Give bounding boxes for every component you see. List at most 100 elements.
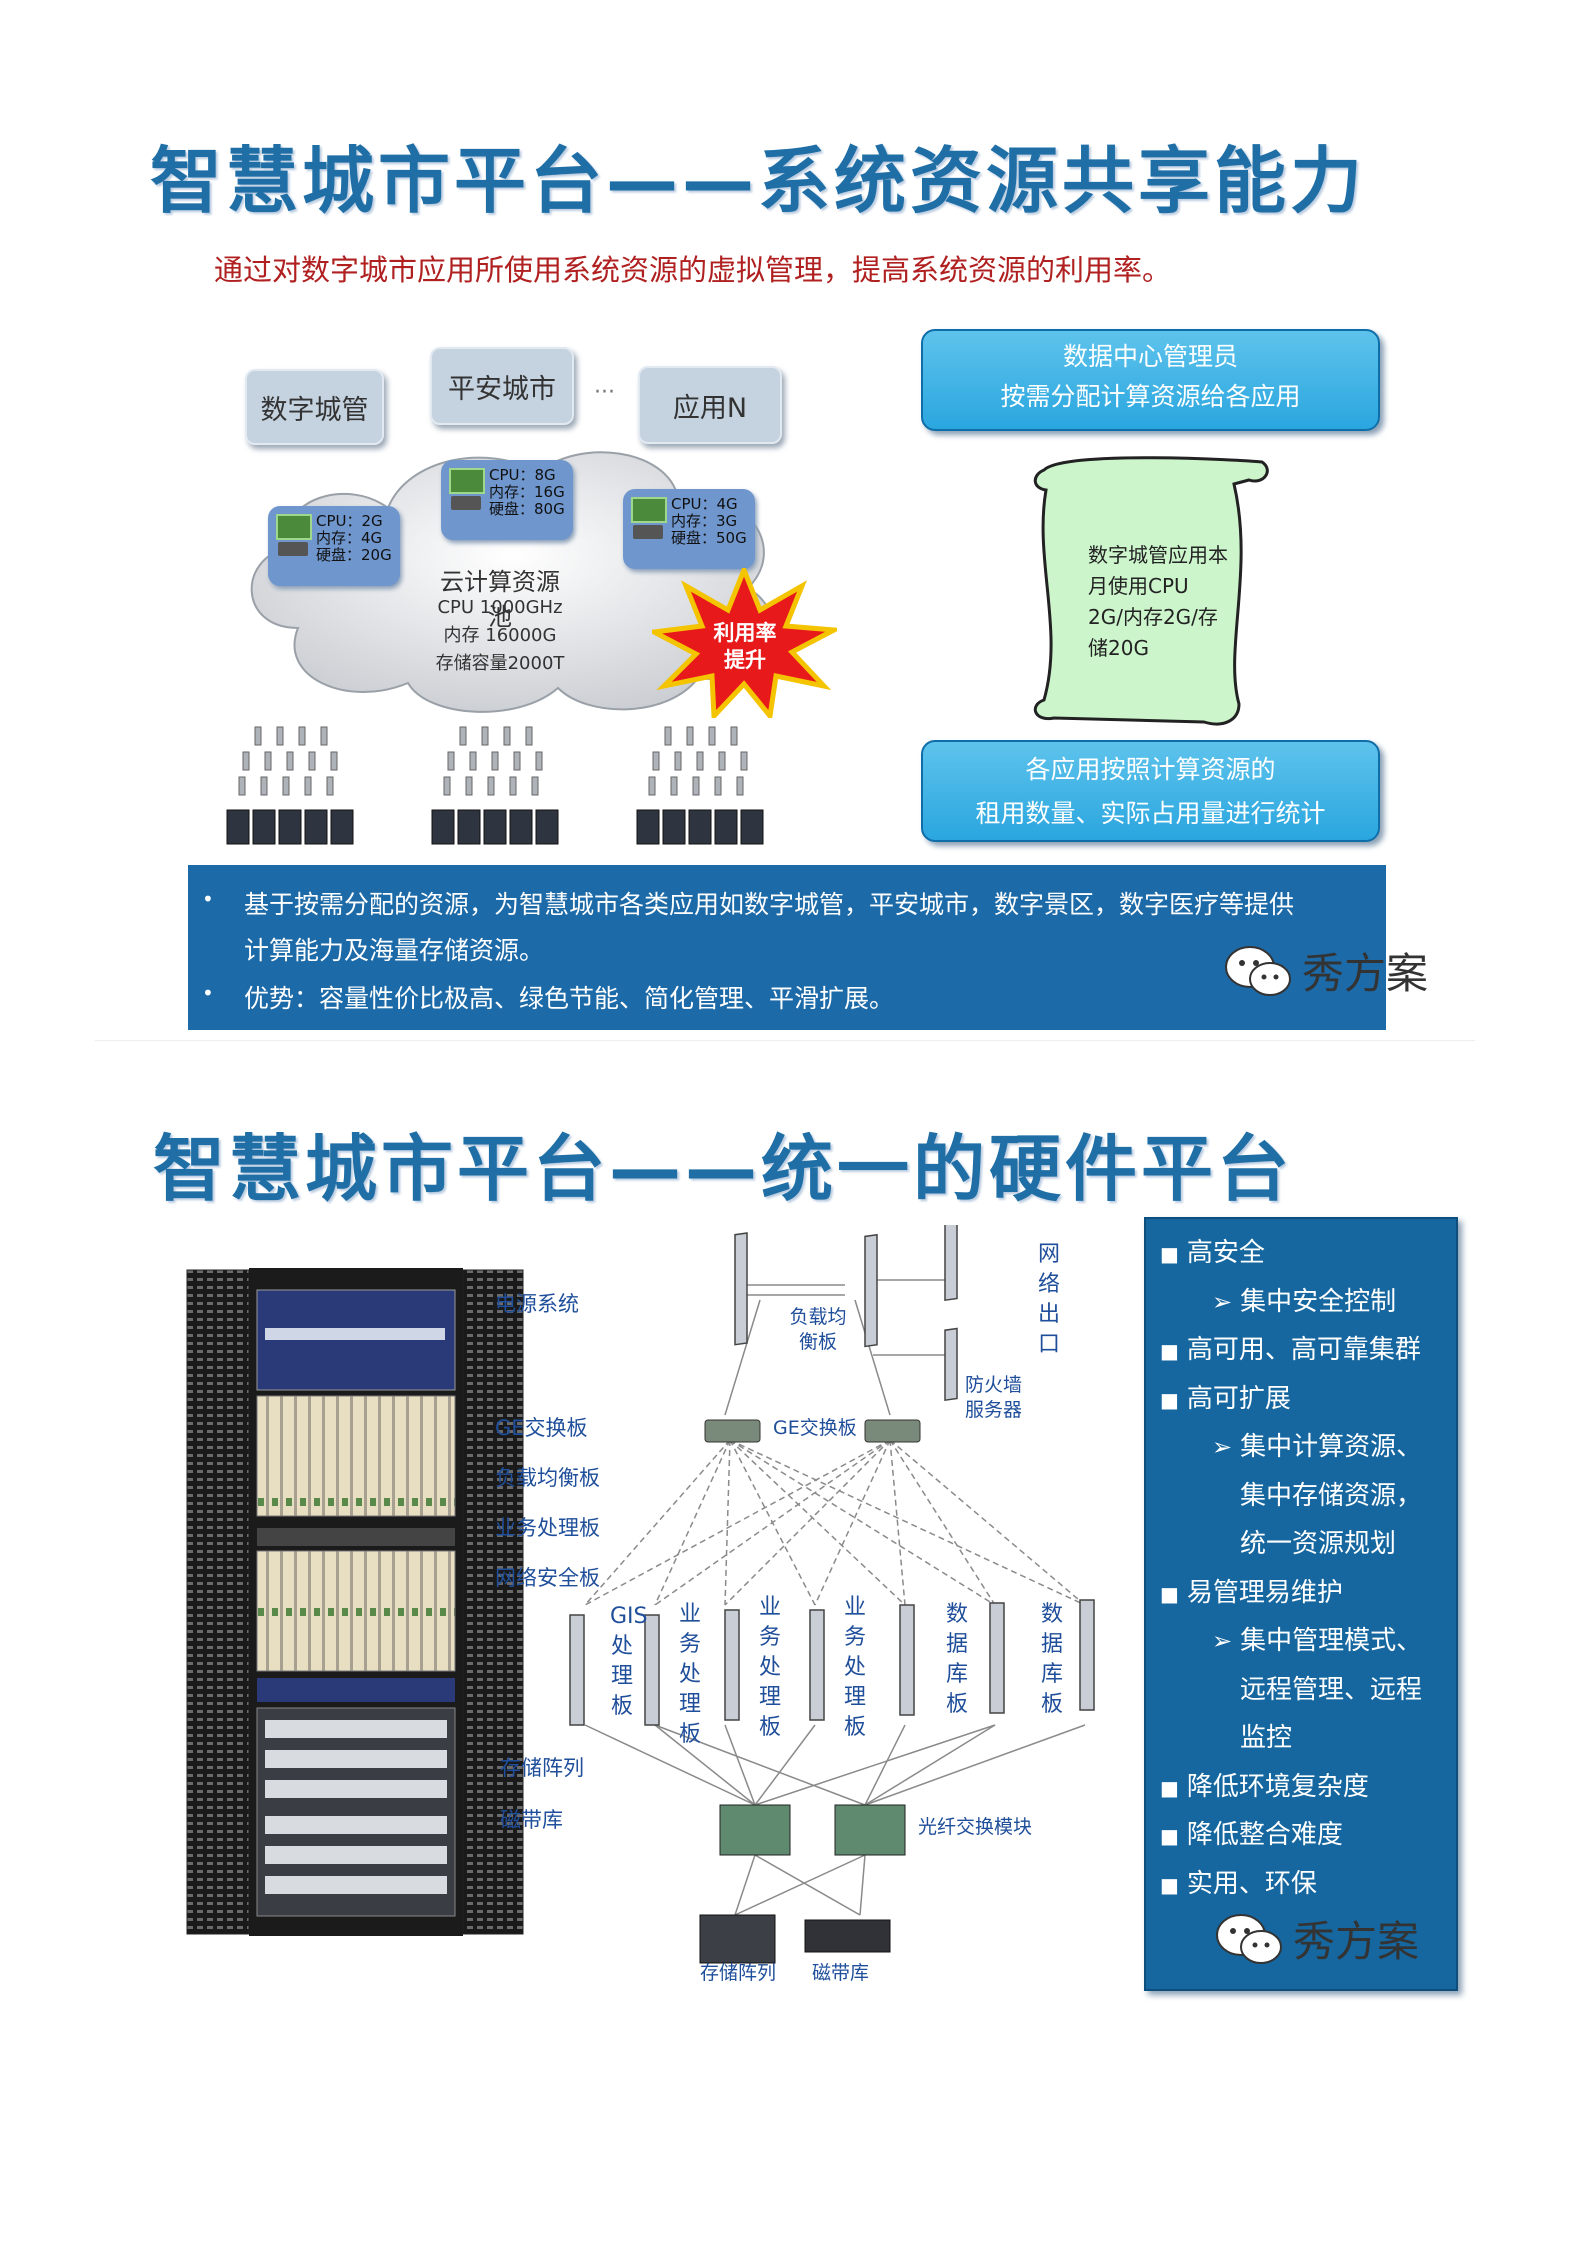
stats-banner: 各应用按照计算资源的 租用数量、实际占用量进行统计 bbox=[921, 740, 1380, 842]
section-divider bbox=[95, 1040, 1475, 1041]
cloud-storage: 存储容量2000T bbox=[435, 653, 565, 674]
stats-banner-line2: 租用数量、实际占用量进行统计 bbox=[975, 799, 1326, 828]
card-disk: 硬盘：80G bbox=[489, 500, 565, 518]
app-label: 应用N bbox=[672, 392, 748, 424]
feature-text: 实用、环保 bbox=[1186, 1868, 1317, 1899]
server-groups bbox=[226, 726, 764, 845]
feature-item: ➢集中安全控制 bbox=[1212, 1281, 1396, 1318]
section2-title: 智慧城市平台——统一的硬件平台 bbox=[153, 1127, 1294, 1211]
cpu-chip-icon bbox=[449, 468, 485, 494]
scroll-line: 2G/内存2G/存 bbox=[1088, 605, 1218, 629]
starburst-icon bbox=[652, 568, 837, 718]
topo-blade-service-2: 业务处理板 bbox=[758, 1595, 781, 1740]
card-mem: 内存：4G bbox=[316, 529, 383, 547]
arrow-bullet-icon: ➢ bbox=[1212, 1627, 1233, 1655]
feature-text: 高安全 bbox=[1186, 1238, 1265, 1268]
topo-load-balancer: 负载均衡板 bbox=[789, 1306, 847, 1353]
topo-storage-array: 存储阵列 bbox=[700, 1962, 777, 1984]
feature-item: ■ 高安全 bbox=[1160, 1232, 1265, 1269]
feature-item: 监控 bbox=[1240, 1717, 1292, 1754]
app-label: 平安城市 bbox=[448, 373, 556, 405]
feature-text: 集中计算资源、 bbox=[1240, 1432, 1423, 1462]
bullet: • bbox=[202, 981, 214, 1005]
summary-line3: 优势：容量性价比极高、绿色节能、简化管理、平滑扩展。 bbox=[244, 984, 895, 1013]
admin-banner: 数据中心管理员 按需分配计算资源给各应用 bbox=[921, 329, 1380, 431]
watermark-2: 秀方案 bbox=[1215, 1908, 1419, 1969]
watermark-text: 秀方案 bbox=[1293, 1917, 1420, 1966]
topo-firewall: 防火墙服务器 bbox=[965, 1374, 1023, 1421]
feature-text: 集中安全控制 bbox=[1240, 1286, 1397, 1317]
feature-item: ■易管理易维护 bbox=[1160, 1572, 1343, 1609]
arrow-bullet-icon: ➢ bbox=[1212, 1287, 1233, 1316]
card-cpu: CPU：2G bbox=[316, 512, 383, 530]
feature-item: ■降低整合难度 bbox=[1160, 1814, 1343, 1851]
wechat-icon bbox=[1216, 1913, 1282, 1964]
feature-panel bbox=[1144, 1217, 1458, 1991]
square-bullet-icon: ■ bbox=[1160, 1775, 1179, 1800]
square-bullet-icon: ■ bbox=[1160, 1824, 1179, 1848]
app-label: 数字城管 bbox=[260, 394, 369, 426]
square-bullet-icon: ■ bbox=[1160, 1242, 1179, 1266]
scroll-line: 数字城管应用本 bbox=[1088, 543, 1228, 567]
topology-diagram bbox=[569, 1225, 1095, 1964]
rack-label-security-board: 网络安全板 bbox=[495, 1566, 600, 1590]
feature-text: 易管理易维护 bbox=[1186, 1577, 1343, 1608]
square-bullet-icon: ■ bbox=[1160, 1872, 1179, 1897]
feature-text: 高可用、高可靠集群 bbox=[1186, 1335, 1421, 1365]
feature-item: ■高可扩展 bbox=[1160, 1378, 1291, 1415]
cloud-mem: 内存 16000G bbox=[443, 625, 557, 646]
cloud-cpu: CPU 1000GHz bbox=[437, 597, 563, 618]
admin-banner-line1: 数据中心管理员 bbox=[1062, 342, 1238, 371]
rack-label-ge-switch: GE交换板 bbox=[495, 1416, 588, 1440]
feature-item: ■高可用、高可靠集群 bbox=[1160, 1329, 1421, 1366]
feature-item: ■ 降低环境复杂度 bbox=[1160, 1766, 1369, 1803]
card-cpu: CPU：4G bbox=[671, 495, 738, 513]
cloud-specs: CPU 1000GHz 内存 16000G 存储容量2000T bbox=[420, 594, 580, 678]
feature-text: 远程管理、远程 bbox=[1240, 1674, 1423, 1705]
feature-text: 降低环境复杂度 bbox=[1186, 1771, 1369, 1802]
card-mem: 内存：16G bbox=[489, 483, 565, 501]
ellipsis: ··· bbox=[594, 380, 615, 405]
disk-icon bbox=[278, 542, 308, 556]
server-rack bbox=[186, 1268, 524, 1936]
cloud-title: 云计算资源池 bbox=[440, 568, 560, 631]
topo-ge-switch: GE交换板 bbox=[773, 1417, 857, 1439]
card-disk: 硬盘：50G bbox=[671, 529, 747, 547]
feature-item: ■ 实用、环保 bbox=[1160, 1863, 1317, 1900]
topo-tape-library: 磁带库 bbox=[812, 1962, 870, 1984]
disk-icon bbox=[451, 496, 481, 510]
app-box-safe-city: 平安城市 bbox=[430, 347, 574, 425]
rack-label-tape-library: 磁带库 bbox=[500, 1808, 563, 1832]
topo-blade-gis: GIS处理板 bbox=[610, 1604, 648, 1719]
topo-blade-db-1: 数据库板 bbox=[945, 1602, 968, 1717]
scroll-icon bbox=[1033, 456, 1269, 726]
topo-blade-service-3: 业务处理板 bbox=[843, 1595, 866, 1740]
section1-subtitle: 通过对数字城市应用所使用系统资源的虚拟管理，提高系统资源的利用率。 bbox=[214, 253, 1172, 287]
topo-fiber-switch: 光纤交换模块 bbox=[918, 1816, 1033, 1838]
card-disk: 硬盘：20G bbox=[316, 546, 392, 564]
feature-item: 远程管理、远程 bbox=[1240, 1669, 1422, 1706]
rack-label-power: 电源系统 bbox=[495, 1292, 579, 1316]
rack-label-load-balancer: 负载均衡板 bbox=[495, 1466, 600, 1490]
app-box-digital-city: 数字城管 bbox=[245, 369, 384, 445]
watermark-text: 秀方案 bbox=[1302, 949, 1429, 998]
square-bullet-icon: ■ bbox=[1160, 1387, 1179, 1412]
disk-icon bbox=[633, 525, 663, 539]
rack-label-service-board: 业务处理板 bbox=[495, 1516, 600, 1540]
starburst-line2: 提升 bbox=[724, 648, 766, 672]
feature-text: 集中存储资源， bbox=[1240, 1480, 1423, 1511]
bullet: • bbox=[202, 887, 214, 911]
card-mem: 内存：3G bbox=[671, 512, 738, 530]
topo-blade-service-1: 业务处理板 bbox=[678, 1602, 701, 1747]
cpu-chip-icon bbox=[276, 514, 312, 540]
starburst-label: 利用率 提升 bbox=[700, 620, 790, 674]
feature-item: ➢集中管理模式、 bbox=[1212, 1620, 1422, 1657]
card-cpu: CPU：8G bbox=[489, 466, 556, 484]
admin-banner-line2: 按需分配计算资源给各应用 bbox=[1000, 382, 1301, 411]
topo-network-exit: 网络出口 bbox=[1037, 1242, 1060, 1357]
starburst-line1: 利用率 bbox=[713, 621, 777, 645]
summary-line1: 基于按需分配的资源，为智慧城市各类应用如数字城管，平安城市，数字景区，数字医疗等… bbox=[244, 890, 1295, 919]
